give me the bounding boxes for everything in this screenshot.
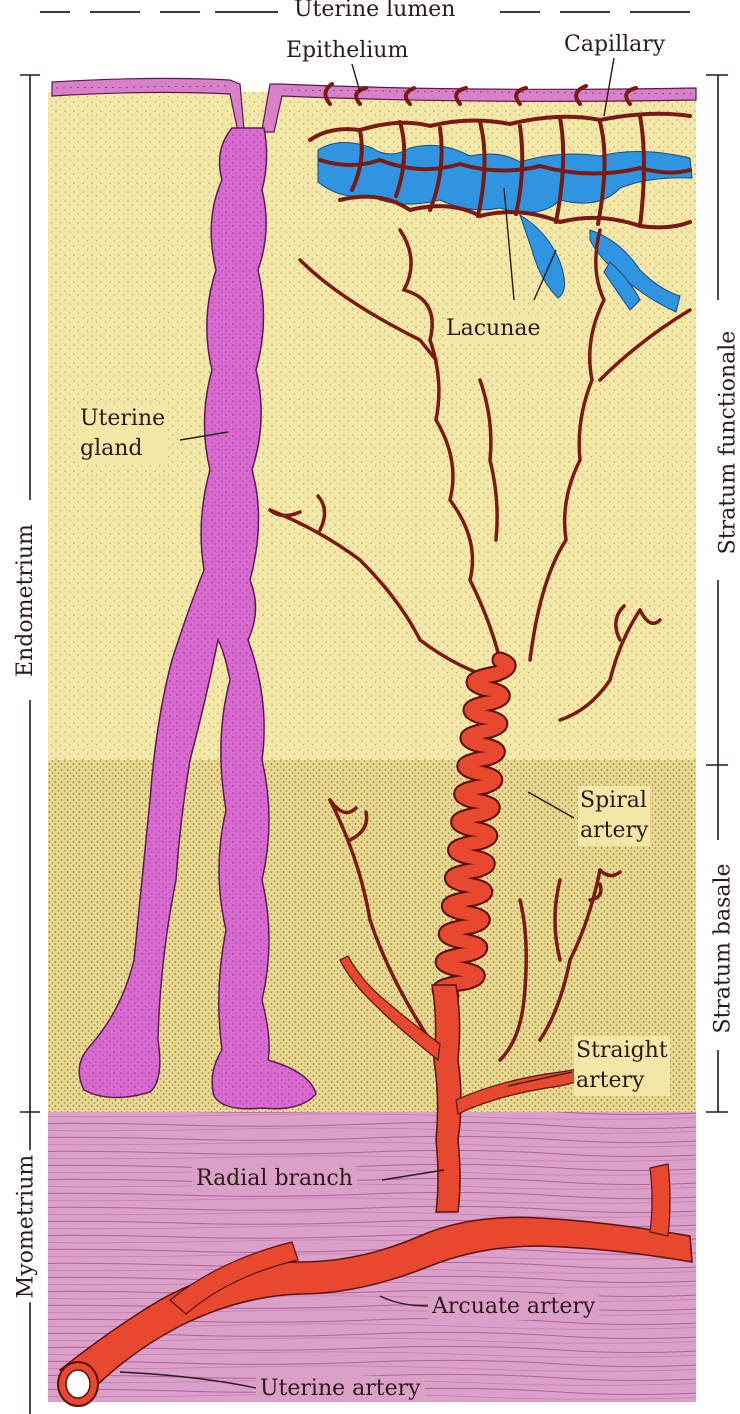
label-uterine-gland: Uterine gland [78,404,167,464]
label-straight-artery: Straight artery [574,1036,670,1096]
label-endometrium: Endometrium [13,520,38,681]
label-spiral-artery: Spiral artery [578,786,650,846]
label-epithelium: Epithelium [282,38,412,64]
label-uterine-lumen: Uterine lumen [290,0,459,23]
label-lacunae: Lacunae [444,316,543,342]
label-uterine-artery: Uterine artery [256,1376,425,1402]
label-stratum-functionale: Stratum functionale [715,327,740,559]
label-capillary: Capillary [560,32,669,58]
label-stratum-basale: Stratum basale [711,859,736,1037]
label-radial-branch: Radial branch [192,1166,357,1192]
label-myometrium: Myometrium [13,1151,38,1303]
label-arcuate-artery: Arcuate artery [428,1294,599,1320]
